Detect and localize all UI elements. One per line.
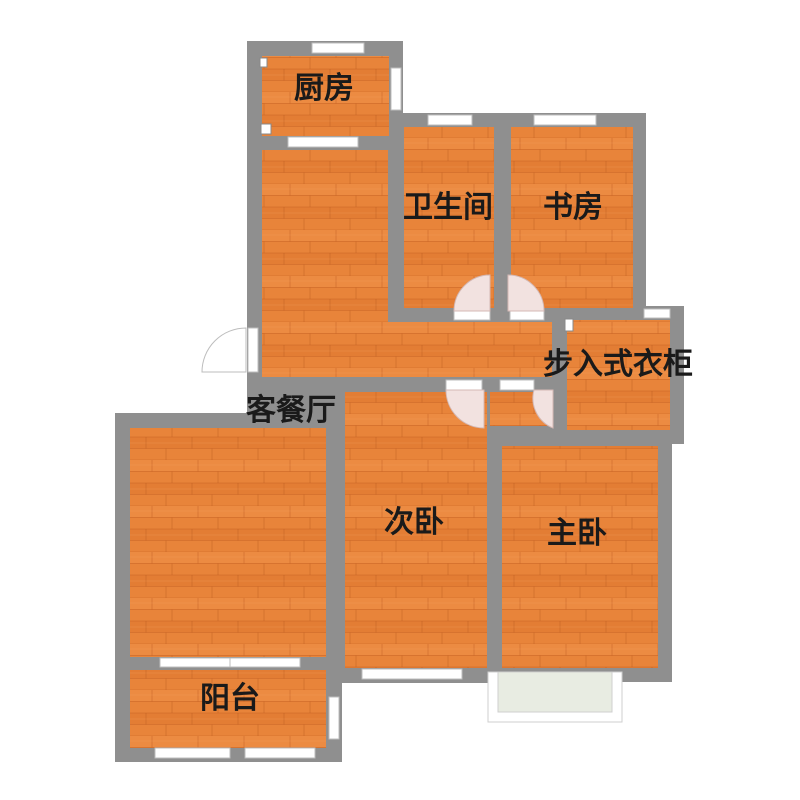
label-study: 书房 — [543, 190, 603, 225]
master-bedroom-door-swing — [532, 389, 554, 429]
fixtures — [259, 57, 574, 332]
room-labels: 厨房 卫生间 书房 步入式衣柜 客餐厅 次卧 主卧 阳台 — [200, 71, 693, 716]
second-bedroom-door-swing — [445, 389, 485, 429]
label-living-dining: 客餐厅 — [246, 393, 336, 428]
kitchen-window-top — [311, 42, 365, 54]
closet-floor — [567, 320, 670, 430]
study-window — [533, 114, 597, 126]
label-walk-in-closet: 步入式衣柜 — [543, 347, 693, 382]
master-bedroom-floor — [502, 446, 658, 668]
kitchen-fixture-bottom — [260, 123, 272, 135]
balcony-floor — [130, 670, 326, 748]
balcony-window-bottom-left — [154, 747, 231, 759]
label-kitchen: 厨房 — [294, 71, 354, 106]
balcony-window-bottom-right — [244, 747, 316, 759]
balcony-window-top-right — [229, 657, 301, 668]
kitchen-window-right — [390, 67, 402, 111]
entry-door-swing — [201, 327, 247, 373]
second-bedroom-floor — [345, 392, 487, 668]
label-balcony: 阳台 — [200, 681, 260, 716]
study-floor — [511, 127, 633, 308]
label-bathroom: 卫生间 — [403, 190, 493, 225]
closet-fixture — [564, 318, 574, 332]
label-second-bedroom: 次卧 — [384, 505, 444, 540]
balcony-window-right — [328, 696, 340, 740]
kitchen-fixture-top — [259, 57, 268, 68]
kitchen-floor — [262, 56, 389, 136]
hallway-floor — [262, 322, 552, 377]
master-bedroom-door-gap — [499, 379, 535, 391]
second-bedroom-window — [361, 668, 463, 680]
balcony-window-top-left — [159, 657, 231, 668]
label-master-bedroom: 主卧 — [547, 516, 607, 551]
door-swings — [201, 274, 554, 429]
second-bedroom-door-gap — [445, 379, 483, 391]
bay-window — [487, 671, 623, 723]
closet-window — [643, 308, 671, 319]
living-floor — [130, 428, 326, 657]
study-door-swing — [507, 274, 545, 312]
bathroom-door-swing — [453, 274, 491, 312]
living-entry-opening — [247, 327, 259, 373]
floors — [130, 56, 670, 748]
kitchen-passage-opening — [287, 136, 359, 148]
windows — [154, 42, 671, 759]
bathroom-window — [427, 114, 473, 126]
